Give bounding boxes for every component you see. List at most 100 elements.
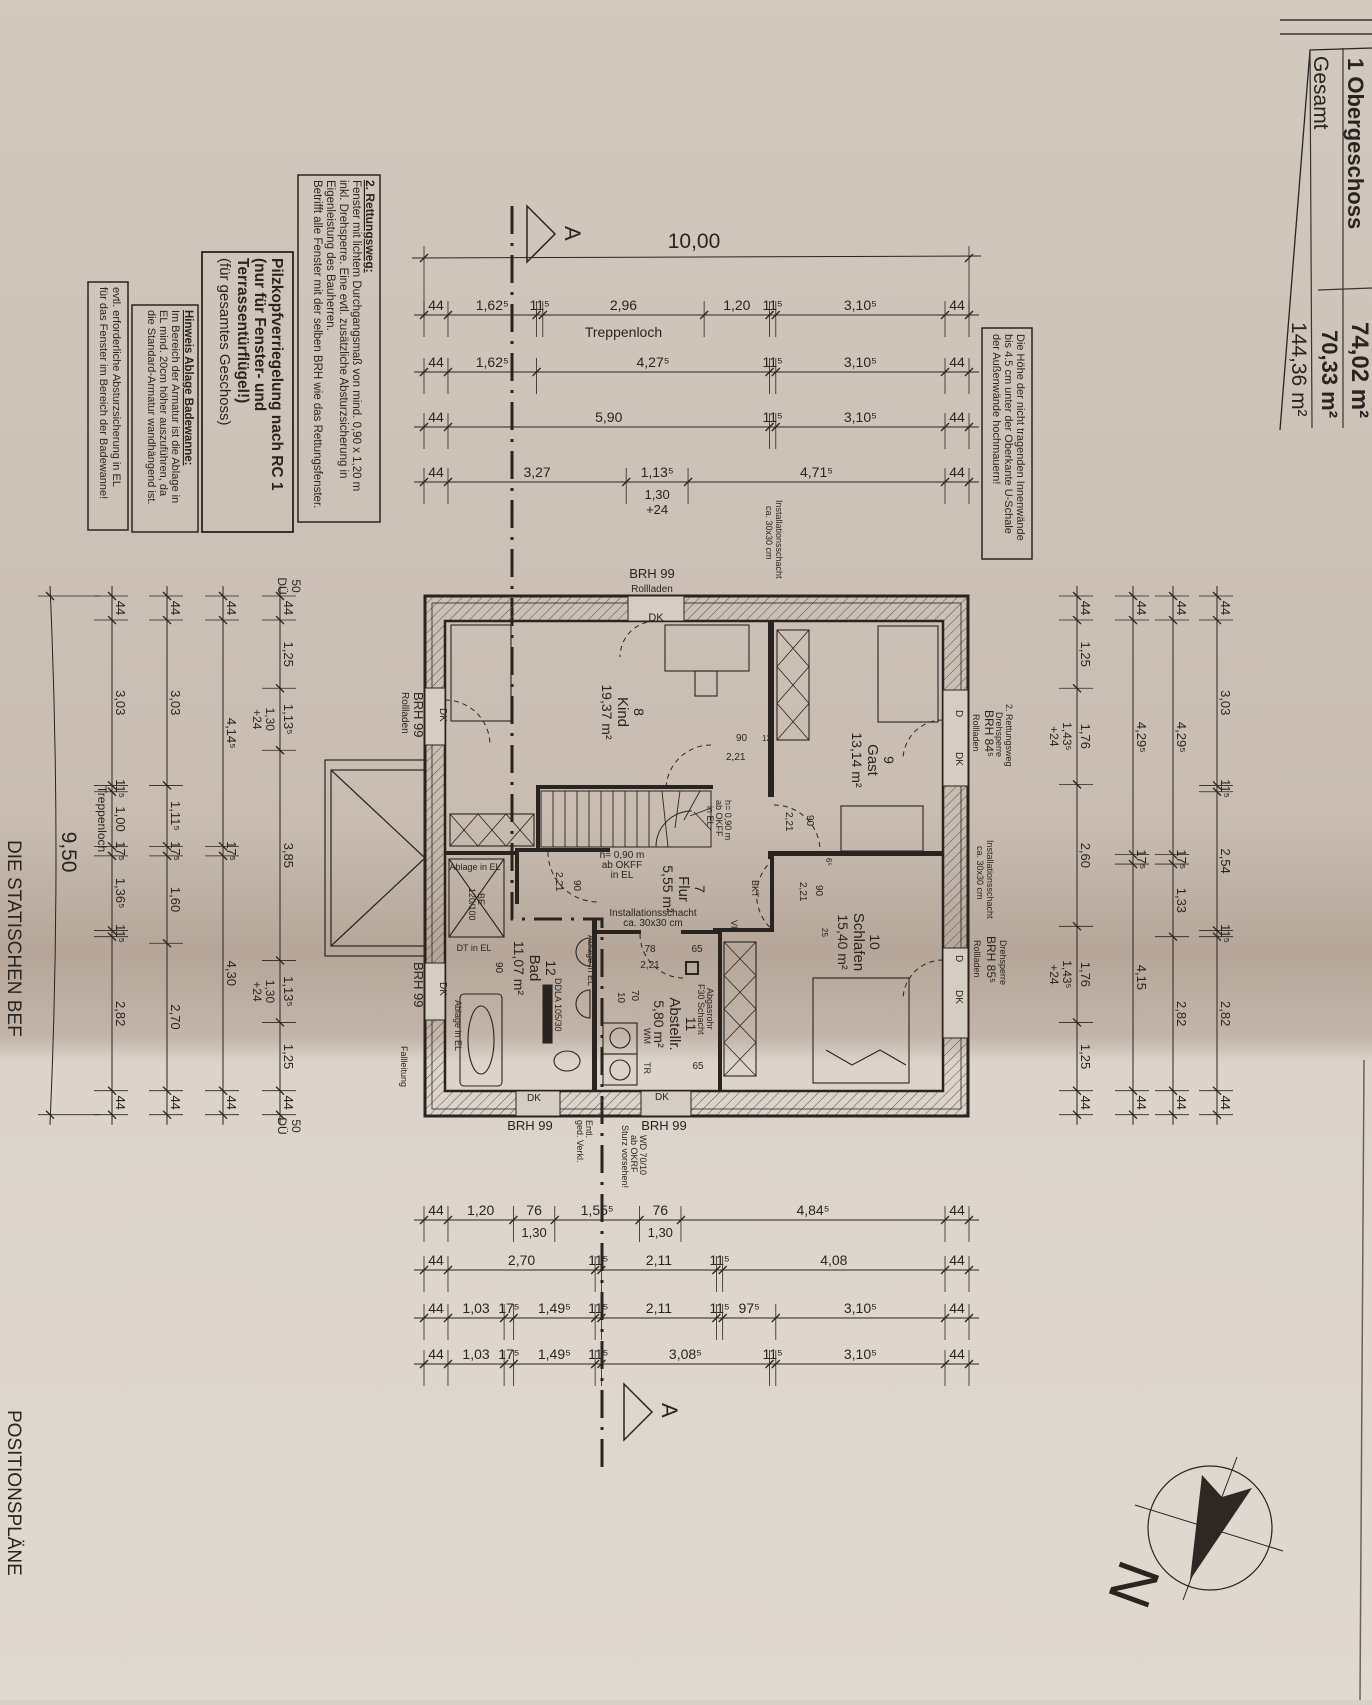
dimension-label: 44 bbox=[168, 1095, 183, 1109]
dimension-label: 1,25 bbox=[281, 1044, 296, 1069]
area-row0-value: 74,02 m² bbox=[1346, 322, 1372, 418]
dryer bbox=[602, 1053, 638, 1086]
dimension-label: 1,11⁵ bbox=[168, 801, 183, 831]
dimension-label: 44 bbox=[1218, 1095, 1233, 1109]
dimension-label: 11⁵ bbox=[588, 1300, 608, 1316]
wardrobes bbox=[449, 629, 810, 1077]
door-dim: 25 bbox=[820, 928, 829, 937]
in-el-stair: in EL bbox=[705, 806, 715, 827]
dimension-label: 1,76 bbox=[1078, 724, 1093, 749]
dimension-label: 1,03 bbox=[462, 1300, 489, 1316]
chair bbox=[694, 670, 718, 697]
dimension-label: 44 bbox=[949, 1202, 965, 1218]
section-label-bottom: A bbox=[657, 1403, 682, 1418]
door-dim: 2,21 bbox=[640, 960, 660, 971]
dimension-label: 11⁵ bbox=[113, 924, 128, 943]
dimension-label: 44 bbox=[168, 601, 183, 615]
room-area: 11,07 m² bbox=[511, 941, 527, 996]
wardrobe-cross bbox=[477, 813, 507, 847]
stair-winder bbox=[661, 790, 669, 848]
overall-depth-label: 9,50 bbox=[57, 832, 80, 873]
stair-winder bbox=[683, 790, 701, 821]
window bbox=[515, 1090, 561, 1117]
dimension-label: 3,10⁵ bbox=[844, 1346, 877, 1362]
dt-in-el: DT in EL bbox=[457, 943, 492, 953]
window bbox=[942, 689, 969, 787]
section-marker-bottom bbox=[623, 1382, 654, 1442]
dimension-label: 44 bbox=[428, 1252, 444, 1268]
h090-label: h= 0,90 m bbox=[600, 850, 645, 861]
annotations: BRH 99 Rollladen DK BRH 99 Rollladen BRH… bbox=[399, 500, 1014, 1188]
dimension-label: 44 bbox=[113, 601, 128, 615]
dimension-label: 44 bbox=[949, 1300, 965, 1316]
tr-label: TR bbox=[642, 1062, 652, 1074]
install-size-top: ca. 30x30 cm bbox=[764, 506, 774, 560]
dimension-label: 11⁵ bbox=[113, 779, 128, 798]
dimension-label: 1,49⁵ bbox=[538, 1346, 571, 1362]
brh-left-1: BRH 99 bbox=[411, 692, 426, 738]
ddla-label: DDLA 105/30 bbox=[553, 978, 563, 1032]
rollladen-right-2: Rollladen bbox=[972, 940, 982, 978]
door-dim: 2,21 bbox=[797, 882, 808, 902]
page-edge bbox=[1359, 1059, 1365, 1701]
note-line: der Außenwände hochmauern! bbox=[990, 334, 1002, 484]
door-dim: 65 bbox=[691, 944, 703, 955]
dimension-label: 44 bbox=[949, 297, 965, 313]
dimension-label: 2,54 bbox=[1218, 848, 1233, 873]
dimension-label: 11⁵ bbox=[762, 409, 782, 425]
door-dim: 78 bbox=[644, 944, 656, 955]
room-name: Bad bbox=[526, 955, 543, 982]
dimension-sub-label: 1,30 bbox=[648, 1225, 673, 1240]
dimension-label: 2,82 bbox=[113, 1001, 128, 1026]
ablage-sink: Ablage in EL bbox=[586, 935, 596, 986]
dimension-label: 44 bbox=[949, 1252, 965, 1268]
dimension-label: 76 bbox=[652, 1202, 668, 1218]
dimension-sub-label: 1,43⁵ bbox=[1060, 960, 1074, 988]
dimension-label: 76 bbox=[526, 1202, 542, 1218]
wardrobe-cross bbox=[776, 629, 810, 667]
total-label: Gesamt bbox=[1309, 56, 1332, 130]
ged-verkl-label: ged. Verkl. bbox=[575, 1120, 585, 1163]
dimension-label: 44 bbox=[1174, 1095, 1189, 1109]
dimension-label: 11⁵ bbox=[762, 1346, 782, 1362]
brh855-label: BRH 85⁵ bbox=[984, 936, 998, 983]
dimension-label: 44 bbox=[224, 601, 239, 615]
dimension-label: 1,13⁵ bbox=[281, 976, 296, 1007]
window bbox=[640, 1090, 692, 1117]
dimension-label: 4,71⁵ bbox=[800, 464, 833, 480]
abgasrohr-label: Abgasrohr bbox=[705, 988, 715, 1030]
dimension-label: 3,08⁵ bbox=[669, 1346, 702, 1362]
washbasin bbox=[575, 989, 591, 1019]
dimension-label: 44 bbox=[949, 409, 965, 425]
dimension-label: 4,29⁵ bbox=[1134, 722, 1149, 753]
dimension-sub-label: +24 bbox=[250, 981, 264, 1002]
interior-walls bbox=[445, 621, 943, 1091]
dimension-label: 11⁵ bbox=[709, 1300, 729, 1316]
note-line: bis 4.5 cm unter der Oberkante U-Schale bbox=[1002, 334, 1014, 534]
d-right-1: D bbox=[953, 710, 964, 717]
dk-left-1: DK bbox=[437, 708, 448, 722]
ab-okff-label: ab OKFF bbox=[602, 860, 643, 871]
dimension-label: 44 bbox=[428, 409, 444, 425]
dimension-label: 1,62⁵ bbox=[476, 297, 509, 313]
floor-area: 70,33 m² bbox=[1317, 330, 1342, 418]
dimension-label: 1,25 bbox=[281, 641, 296, 666]
dimension-label: 5,90 bbox=[595, 409, 622, 425]
windows bbox=[424, 595, 969, 1117]
falleitung-label: Fallleitung bbox=[399, 1046, 409, 1087]
wardrobe-cross bbox=[776, 666, 810, 704]
dimension-label: 44 bbox=[428, 297, 444, 313]
room-number: 10 bbox=[867, 934, 883, 950]
